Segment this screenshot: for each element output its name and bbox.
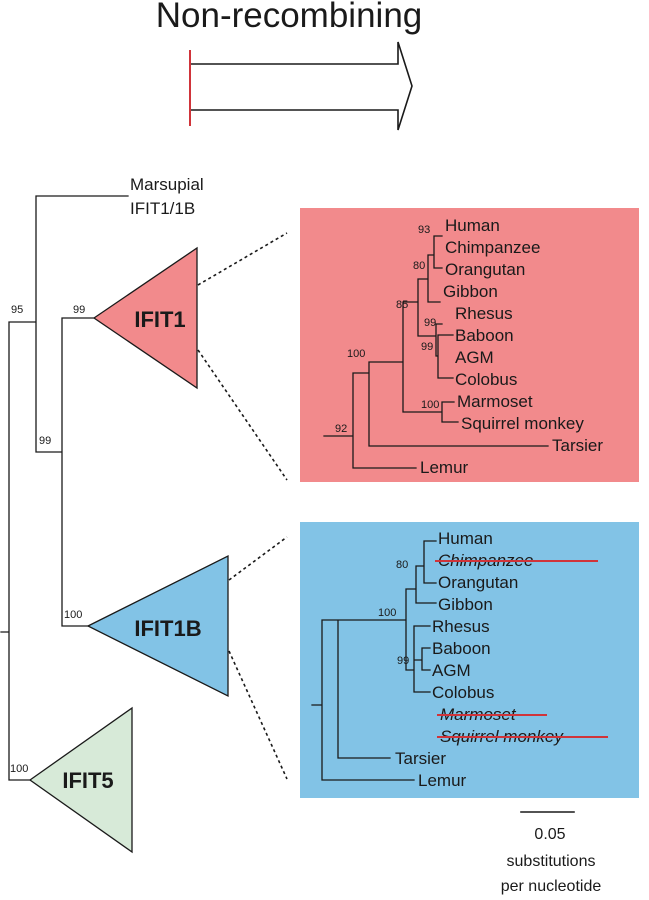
ifit1-taxon-agm: AGM bbox=[455, 348, 494, 367]
ifit1-taxon-tarsier: Tarsier bbox=[552, 436, 603, 455]
ifit1-bootstrap-93: 93 bbox=[418, 224, 430, 236]
ifit1b-bootstrap-100: 100 bbox=[378, 607, 396, 619]
ifit1b-taxon-human: Human bbox=[438, 529, 493, 548]
ifit1-clade-triangle bbox=[92, 246, 198, 390]
ifit5-clade-label: IFIT5 bbox=[62, 768, 113, 793]
bootstrap-ifit1: 99 bbox=[73, 304, 85, 316]
outgroup-label-line2: IFIT1/1B bbox=[130, 199, 195, 218]
ifit1-taxon-human: Human bbox=[445, 216, 500, 235]
ifit1b-taxon-gibbon: Gibbon bbox=[438, 595, 493, 614]
ifit1-bootstrap-80: 80 bbox=[413, 260, 425, 272]
ifit1-taxon-lemur: Lemur bbox=[420, 458, 469, 477]
bootstrap-root: 95 bbox=[11, 304, 23, 316]
ifit1-bootstrap-99-b: 99 bbox=[421, 341, 433, 353]
ifit1-taxon-gibbon: Gibbon bbox=[443, 282, 498, 301]
non-recombining-arrow bbox=[189, 41, 413, 131]
ifit1-taxon-squirrel-monkey: Squirrel monkey bbox=[461, 414, 584, 433]
ifit1b-taxon-baboon: Baboon bbox=[432, 639, 491, 658]
ifit1b-taxon-tarsier: Tarsier bbox=[395, 749, 446, 768]
ifit1b-detail-panel: Human Chimpanzee Orangutan Gibbon Rhesus… bbox=[300, 522, 639, 798]
ifit1b-bootstrap-80: 80 bbox=[396, 559, 408, 571]
ifit1-bootstrap-100-a: 100 bbox=[347, 348, 365, 360]
ifit1b-taxon-agm: AGM bbox=[432, 661, 471, 680]
scale-bar-value: 0.05 bbox=[534, 826, 565, 843]
ifit1b-taxon-colobus: Colobus bbox=[432, 683, 494, 702]
scale-bar-label-line2: per nucleotide bbox=[501, 878, 602, 895]
ifit1-taxon-baboon: Baboon bbox=[455, 326, 514, 345]
ifit1-taxon-rhesus: Rhesus bbox=[455, 304, 513, 323]
ifit1-taxon-marmoset: Marmoset bbox=[457, 392, 533, 411]
ifit1-taxon-chimpanzee: Chimpanzee bbox=[445, 238, 540, 257]
outgroup-label-line1: Marsupial bbox=[130, 175, 204, 194]
ifit1b-taxon-rhesus: Rhesus bbox=[432, 617, 490, 636]
bootstrap-ifit1-ifit1b: 99 bbox=[39, 435, 51, 447]
bootstrap-ifit1b: 100 bbox=[64, 609, 82, 621]
scale-bar: 0.05 substitutions per nucleotide bbox=[501, 811, 602, 895]
zoom-connectors bbox=[197, 232, 288, 780]
header-title: Non-recombining bbox=[156, 0, 423, 35]
ifit5-clade-triangle bbox=[28, 706, 133, 854]
ifit1b-taxon-lemur: Lemur bbox=[418, 771, 467, 790]
ifit1-clade-label: IFIT1 bbox=[134, 307, 185, 332]
ifit1-taxon-colobus: Colobus bbox=[455, 370, 517, 389]
ifit1-bootstrap-99-a: 99 bbox=[424, 317, 436, 329]
ifit1-bootstrap-100-b: 100 bbox=[421, 399, 439, 411]
ifit1-bootstrap-85: 85 bbox=[396, 299, 408, 311]
bootstrap-ifit5: 100 bbox=[10, 763, 28, 775]
ifit1-taxon-orangutan: Orangutan bbox=[445, 260, 525, 279]
ifit1b-bootstrap-99: 99 bbox=[397, 655, 409, 667]
ifit1b-taxon-orangutan: Orangutan bbox=[438, 573, 518, 592]
main-tree: Marsupial IFIT1/1B 95 99 99 100 100 IFIT… bbox=[0, 175, 229, 854]
ifit1b-clade-triangle bbox=[86, 554, 229, 698]
ifit1b-clade-label: IFIT1B bbox=[134, 616, 201, 641]
ifit1-bootstrap-92: 92 bbox=[335, 423, 347, 435]
ifit1-detail-panel: Human Chimpanzee Orangutan Gibbon Rhesus… bbox=[300, 208, 639, 482]
scale-bar-label-line1: substitutions bbox=[507, 853, 596, 870]
